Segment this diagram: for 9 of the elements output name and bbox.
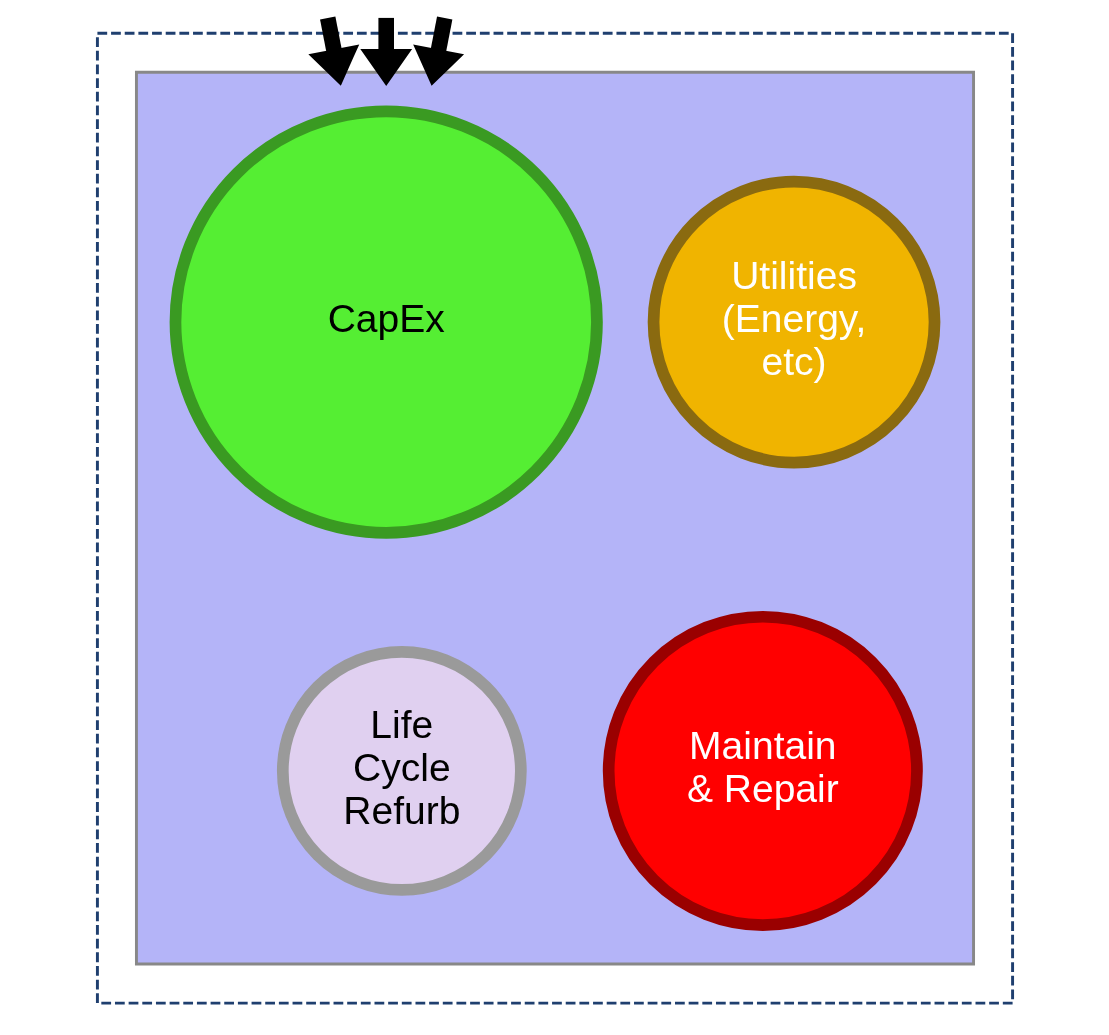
cluster bbox=[134, 70, 975, 966]
arrow bbox=[412, 16, 464, 86]
arrow bbox=[359, 17, 412, 86]
node-circle: Maintain & Repair bbox=[602, 610, 923, 931]
cluster bbox=[95, 31, 1014, 1005]
node-circle: CapEx bbox=[169, 105, 603, 539]
arrow bbox=[307, 16, 359, 86]
node-circle: Life Cycle Refurb bbox=[276, 646, 527, 896]
node-circle: Utilities (Energy, etc) bbox=[647, 175, 940, 469]
